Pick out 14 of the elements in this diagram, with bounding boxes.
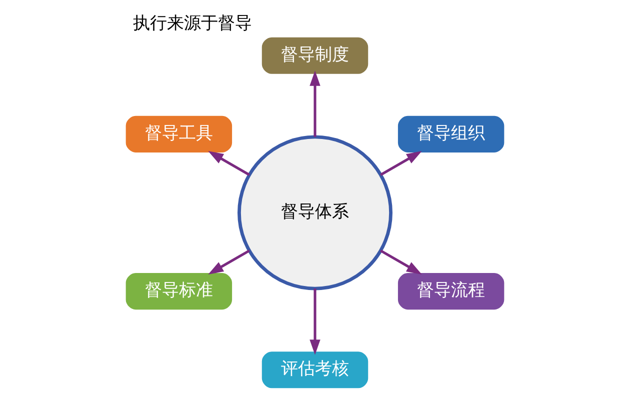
node-box: 评估考核	[261, 350, 369, 389]
arrow	[310, 70, 320, 137]
node-box: 督导标准	[124, 272, 233, 310]
arrow	[380, 250, 422, 274]
arrow	[380, 151, 422, 176]
node-box: 督导工具	[124, 115, 233, 154]
arrow	[208, 151, 250, 176]
node-box: 督导组织	[397, 115, 506, 154]
node-circle: 督导体系	[238, 135, 392, 290]
node-box: 督导制度	[261, 36, 369, 75]
arrow	[310, 288, 320, 355]
diagram-title: 执行来源于督导	[133, 13, 252, 34]
arrow	[208, 250, 250, 274]
node-box: 督导流程	[397, 272, 506, 310]
